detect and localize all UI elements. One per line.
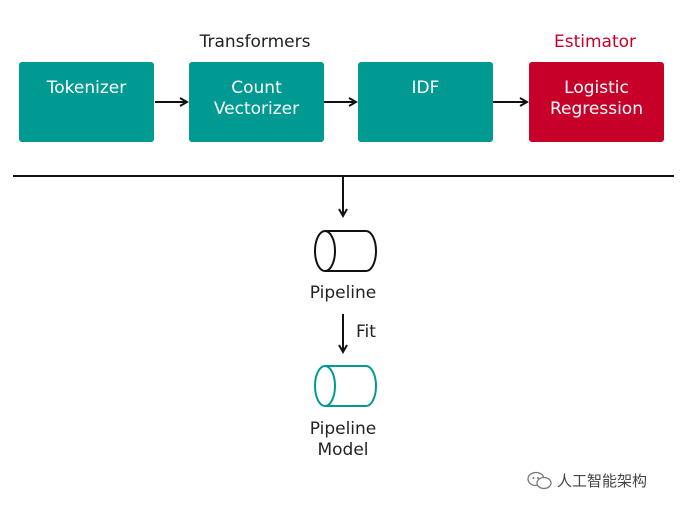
pipeline-label: Pipeline: [309, 283, 377, 303]
stage-logistic-regression: Logistic Regression: [529, 62, 664, 142]
stage-idf-label: IDF: [411, 78, 440, 98]
transformers-header: Transformers: [199, 32, 311, 52]
pipeline-model-label-line2: Model: [317, 440, 369, 460]
stage-idf: IDF: [358, 62, 493, 142]
stage-tokenizer: Tokenizer: [19, 62, 154, 142]
stage-tokenizer-label: Tokenizer: [46, 78, 127, 98]
watermark-text: 人工智能架构: [557, 472, 648, 490]
stage-logistic-regression-label-2: Regression: [550, 99, 643, 119]
watermark: 人工智能架构: [527, 470, 647, 491]
stage-count-vectorizer-label: Count: [231, 78, 282, 98]
pipeline-model-cylinder-icon: [314, 365, 377, 407]
stage-count-vectorizer-label-2: Vectorizer: [213, 99, 300, 119]
estimator-header: Estimator: [553, 32, 637, 52]
fit-label: Fit: [356, 322, 376, 342]
stage-count-vectorizer: Count Vectorizer: [189, 62, 324, 142]
chat-bubble-icon: [527, 471, 552, 489]
stage-logistic-regression-label: Logistic: [564, 78, 629, 98]
pipeline-model-label: Pipeline Model: [293, 419, 393, 461]
pipeline-model-label-line1: Pipeline: [309, 419, 377, 439]
pipeline-cylinder-icon: [314, 230, 377, 272]
